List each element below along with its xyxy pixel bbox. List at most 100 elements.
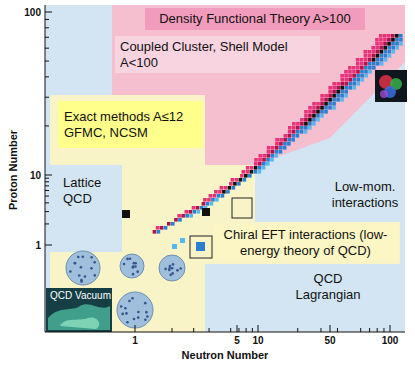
quark-dot: [90, 256, 93, 259]
nuclide-cell: [271, 150, 275, 154]
quark-dot: [77, 256, 80, 259]
quark-dot: [133, 318, 136, 321]
nuclide-cell: [336, 98, 340, 102]
quark-dot: [168, 269, 171, 272]
nuclide-cell: [308, 110, 312, 114]
nuclide-cell: [156, 226, 160, 230]
nuclide-cell: [304, 130, 308, 134]
image-caption: QCD Vacuum: [46, 288, 115, 304]
nuclide-cell: [288, 126, 292, 130]
quark-dot: [80, 266, 83, 269]
node-text: Chiral EFT interactions (low-energy theo…: [218, 227, 393, 258]
nuclide-square: [202, 208, 210, 216]
nuclide-cell: [185, 214, 189, 218]
nuclide-cell: [348, 78, 352, 82]
nuclide-cell: [217, 194, 221, 198]
axis-tick: [337, 328, 338, 332]
nuclide-cell: [320, 98, 324, 102]
nuclide-cell: [189, 210, 193, 214]
nuclide-cell: [387, 38, 391, 42]
nuclide-cell: [332, 106, 336, 110]
nuclide-cell: [312, 106, 316, 110]
nuclide-cell: [340, 94, 344, 98]
nuclide-cell: [218, 190, 222, 194]
axis-tick: [383, 328, 384, 332]
axis-tick: [230, 328, 231, 332]
nuclide-cell: [324, 110, 328, 114]
nuclide-cell: [379, 38, 383, 42]
nuclide-cell: [348, 66, 352, 70]
nuclide-cell: [206, 202, 210, 206]
plot-background: [45, 5, 405, 332]
nuclide-cell: [344, 82, 348, 86]
nuclide-cell: [360, 66, 364, 70]
nuclide-cell: [328, 98, 332, 102]
nuclide-cell: [213, 194, 217, 198]
nuclide-cell: [262, 154, 266, 158]
nuclide-cell: [375, 46, 379, 50]
nuclide-cell: [387, 34, 391, 38]
nuclide-cell: [376, 50, 380, 54]
nuclide-cell: [391, 42, 395, 46]
axis-tick: [320, 328, 321, 332]
quark-dot: [132, 273, 135, 276]
nuclide-cell: [248, 174, 252, 178]
nuclide-cell: [174, 218, 178, 222]
nuclide-cell: [372, 54, 376, 58]
axis-tick: [258, 325, 259, 332]
qcd-circle: [120, 254, 144, 278]
nuclide-cell: [231, 178, 235, 182]
nuclide-cell: [380, 54, 384, 58]
nuclide-cell: [258, 158, 262, 162]
axis-tick: [246, 328, 247, 332]
quark-dot: [144, 302, 147, 305]
yellow-region: [50, 95, 400, 332]
axis-tick: [172, 328, 173, 332]
nuclide-cell: [384, 50, 388, 54]
nuclide-cell: [229, 182, 233, 186]
nuclide-cell: [340, 98, 344, 102]
nuclide-cell: [316, 118, 320, 122]
nuclide-cell: [395, 34, 399, 38]
nuclide-cell: [372, 66, 376, 70]
quark-dot: [129, 257, 132, 260]
nuclide-cell: [348, 70, 352, 74]
quark-dot: [132, 266, 135, 269]
quark-dot: [80, 280, 83, 283]
qcd-circle: [66, 251, 100, 285]
axis-tick: [45, 19, 49, 20]
nuclide-cell: [189, 214, 193, 218]
nuclide-cell: [379, 42, 383, 46]
quark-dot: [69, 270, 72, 273]
nuclide-cell: [316, 106, 320, 110]
nuclide-cell: [368, 70, 372, 74]
quark-dot: [128, 300, 131, 303]
nuclide-cell: [388, 54, 392, 58]
nuclide-cell: [250, 166, 254, 170]
method-band: Density Functional Theory A>100: [145, 8, 365, 30]
tick-label: 50: [324, 335, 335, 346]
nuclide-cell: [344, 86, 348, 90]
nuclide-cell: [153, 230, 157, 234]
nuclide-cell: [237, 182, 241, 186]
nuclide-cell: [279, 150, 283, 154]
axis-tick: [45, 125, 49, 126]
quark-dot: [74, 262, 77, 265]
node-text: QCD Vacuum: [50, 290, 111, 302]
quark-dot: [93, 274, 96, 277]
axis-tick: [45, 76, 49, 77]
nuclide-cell: [344, 74, 348, 78]
nuclide-cell: [258, 166, 262, 170]
nuclide-cell: [360, 78, 364, 82]
quark-dot: [78, 274, 81, 277]
nuclide-cell: [336, 90, 340, 94]
method-box: Coupled Cluster, Shell Model A<100: [115, 36, 320, 73]
axis-tick: [45, 181, 49, 182]
node-text: Exact methods A≤12 GFMC, NCSM: [64, 109, 197, 140]
nuclide-cell: [352, 82, 356, 86]
nuclide-cell: [360, 62, 364, 66]
nuclide-cell: [308, 106, 312, 110]
nuclide-cell: [300, 118, 304, 122]
nuclide-cell: [258, 154, 262, 158]
nuclide-cell: [360, 70, 364, 74]
